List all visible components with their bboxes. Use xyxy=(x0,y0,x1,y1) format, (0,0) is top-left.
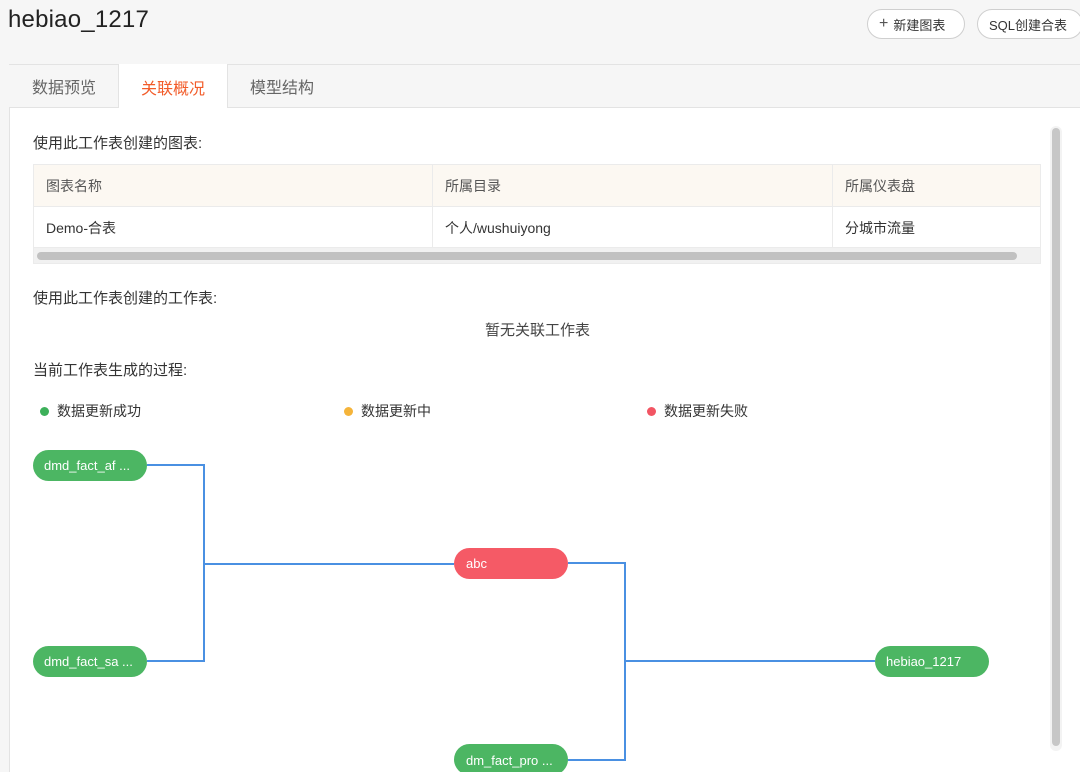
new-chart-label: 新建图表 xyxy=(893,17,946,33)
sql-merge-label: SQL创建合表 xyxy=(989,17,1068,33)
svg-text:abc: abc xyxy=(466,556,487,571)
column-header-chart-name: 图表名称 xyxy=(34,165,433,206)
svg-text:hebiao_1217: hebiao_1217 xyxy=(886,654,961,669)
svg-text:dmd_fact_sa ...: dmd_fact_sa ... xyxy=(44,654,133,669)
page-title: hebiao_1217 xyxy=(8,6,150,33)
legend-failed: 数据更新失败 xyxy=(647,401,748,421)
table-row[interactable]: Demo-合表 个人/wushuiyong 分城市流量 xyxy=(34,207,1040,248)
scrollbar-thumb[interactable] xyxy=(1052,128,1060,746)
tab-bar: 数据预览 关联概况 模型结构 xyxy=(9,64,1080,109)
tab-data-preview[interactable]: 数据预览 xyxy=(31,80,96,97)
content-panel: 使用此工作表创建的图表: 图表名称 所属目录 所属仪表盘 Demo-合表 个人/… xyxy=(9,108,1080,772)
worksheets-section-title: 使用此工作表创建的工作表: xyxy=(33,290,218,307)
tab-association-overview[interactable]: 关联概况 xyxy=(118,64,228,109)
edge-abc-merge xyxy=(568,562,626,761)
column-header-directory: 所属目录 xyxy=(433,165,833,206)
new-chart-button[interactable]: + 新建图表 xyxy=(867,9,965,39)
legend-updating: 数据更新中 xyxy=(344,401,431,421)
sql-merge-button[interactable]: SQL创建合表 xyxy=(977,9,1080,39)
lineage-edges xyxy=(147,464,875,761)
red-dot-icon xyxy=(647,406,656,416)
node-hebiao-1217[interactable]: hebiao_1217 xyxy=(875,646,989,677)
lineage-diagram: dmd_fact_af ... dmd_fact_sa ... abc dm_f… xyxy=(33,450,989,772)
tab-model-structure[interactable]: 模型结构 xyxy=(249,80,314,97)
charts-section-title: 使用此工作表创建的图表: xyxy=(33,135,203,152)
charts-table: 图表名称 所属目录 所属仪表盘 Demo-合表 个人/wushuiyong 分城… xyxy=(33,164,1041,249)
node-dmd-fact-sa[interactable]: dmd_fact_sa ... xyxy=(33,646,147,677)
yellow-dot-icon xyxy=(344,406,353,416)
edge-sources-merge xyxy=(147,464,205,662)
node-abc[interactable]: abc xyxy=(454,548,568,579)
svg-text:dmd_fact_af ...: dmd_fact_af ... xyxy=(44,458,130,473)
legend-failed-label: 数据更新失败 xyxy=(664,403,748,419)
process-section-title: 当前工作表生成的过程: xyxy=(33,362,188,379)
node-dmd-fact-af[interactable]: dmd_fact_af ... xyxy=(33,450,147,481)
svg-text:dm_fact_pro ...: dm_fact_pro ... xyxy=(466,753,553,768)
cell-directory: 个人/wushuiyong xyxy=(433,207,833,248)
empty-worksheets-text: 暂无关联工作表 xyxy=(484,322,590,339)
table-header-row: 图表名称 所属目录 所属仪表盘 xyxy=(34,165,1040,207)
scrollbar-thumb[interactable] xyxy=(37,252,1017,260)
cell-chart-name[interactable]: Demo-合表 xyxy=(34,207,433,248)
legend-success: 数据更新成功 xyxy=(40,401,141,421)
node-dm-fact-pro[interactable]: dm_fact_pro ... xyxy=(454,744,568,772)
panel-vertical-scrollbar[interactable] xyxy=(1050,126,1062,751)
plus-icon: + xyxy=(879,15,889,32)
cell-dashboard[interactable]: 分城市流量 xyxy=(845,219,915,236)
green-dot-icon xyxy=(40,406,49,416)
legend-updating-label: 数据更新中 xyxy=(361,403,431,419)
table-horizontal-scrollbar[interactable] xyxy=(33,247,1041,264)
column-header-dashboard: 所属仪表盘 xyxy=(845,177,915,194)
legend-success-label: 数据更新成功 xyxy=(57,403,141,419)
